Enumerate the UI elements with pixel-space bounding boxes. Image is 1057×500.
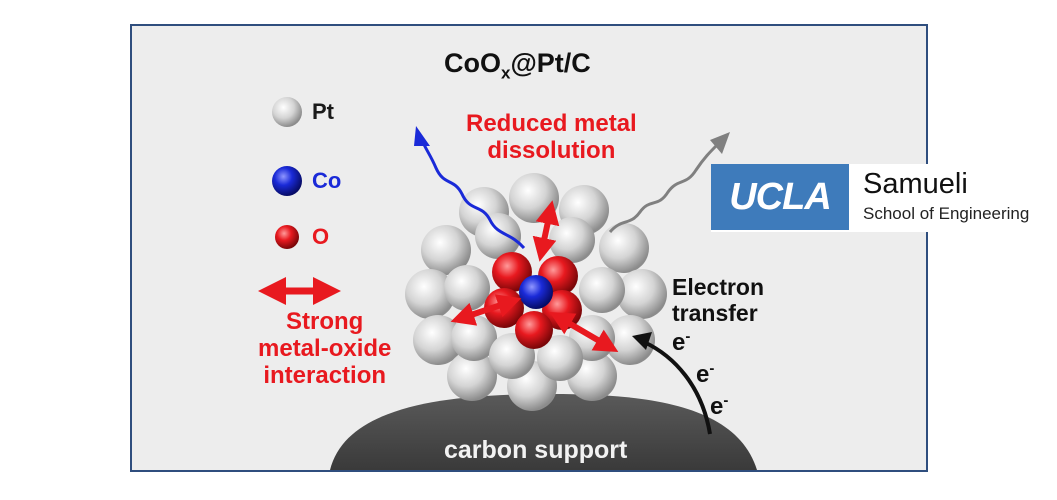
electron-transfer-label: Electron transfer xyxy=(672,274,765,326)
pt-dissolution-arrow xyxy=(608,142,720,234)
carbon-support xyxy=(330,394,757,470)
oxygen-atom xyxy=(515,311,553,349)
o-legend-icon xyxy=(275,225,299,249)
electron-arrowhead-icon xyxy=(632,332,652,350)
co-legend-label: Co xyxy=(312,168,342,193)
strong-interaction-label: Strong metal-oxide interaction xyxy=(258,308,392,389)
electron-symbol: e- xyxy=(672,328,691,356)
school-of-engineering-text: School of Engineering xyxy=(863,204,1030,223)
electron-transfer-arrow xyxy=(643,340,712,435)
pt-arrowhead-icon xyxy=(710,132,730,154)
co-dissolution-arrow xyxy=(420,139,526,250)
co-arrowhead-icon xyxy=(414,126,430,146)
o-legend-label: O xyxy=(312,224,330,249)
oxygen-atom xyxy=(492,252,532,292)
nanoparticle-cluster xyxy=(405,173,667,411)
diagram-canvas xyxy=(258,97,757,470)
figure-frame: CoOx@Pt/C Pt Co O Reduced metal dissolut… xyxy=(130,24,928,472)
reduced-dissolution-label: Reduced metal dissolution xyxy=(466,110,637,164)
co-legend-icon xyxy=(272,166,302,196)
ucla-wordmark: UCLA xyxy=(711,164,849,230)
pt-legend-icon xyxy=(272,97,302,127)
carbon-support-label: carbon support xyxy=(444,436,628,464)
ucla-samueli-logo: UCLA Samueli School of Engineering xyxy=(711,164,1056,232)
electron-symbol: e- xyxy=(696,360,715,388)
pt-legend-label: Pt xyxy=(312,99,334,124)
samueli-wordmark: Samueli xyxy=(863,168,968,200)
diagram-title: CoOx@Pt/C xyxy=(444,48,591,83)
electron-symbol: e- xyxy=(710,392,729,420)
cobalt-atom xyxy=(519,275,553,309)
